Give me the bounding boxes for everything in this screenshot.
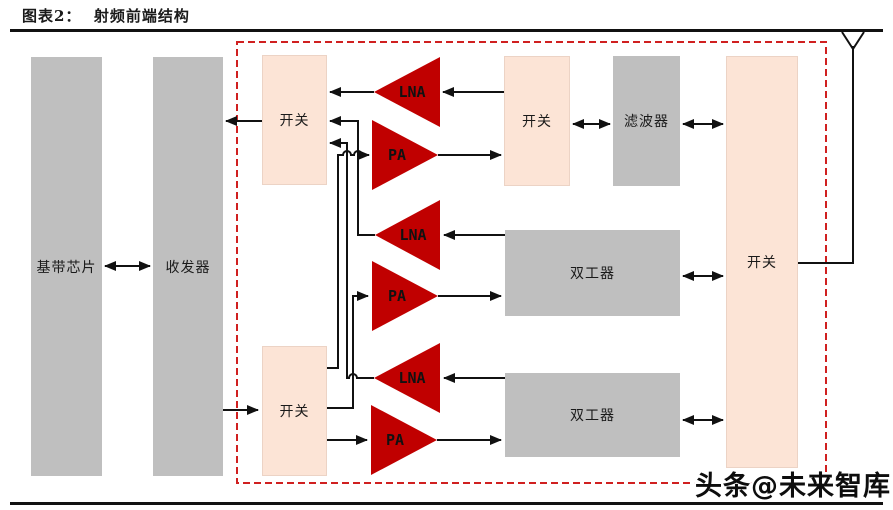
- watermark: 头条@未来智库: [695, 471, 891, 502]
- block-switch-antenna-label: 开关: [747, 255, 777, 271]
- block-filter-label: 滤波器: [624, 114, 669, 130]
- block-switch-bottom-left: 开关: [262, 346, 327, 476]
- block-transceiver: 收发器: [153, 57, 223, 476]
- top-rule: [10, 29, 883, 32]
- lna2-label: LNA: [399, 226, 427, 244]
- block-duplexer-bottom-label: 双工器: [570, 408, 615, 424]
- block-switch-top-left-label: 开关: [279, 113, 310, 129]
- block-duplexer-mid: 双工器: [505, 230, 680, 316]
- block-switch-top-left: 开关: [262, 55, 327, 185]
- block-filter: 滤波器: [613, 56, 680, 186]
- block-switch-top-right: 开关: [504, 56, 570, 186]
- block-duplexer-bottom: 双工器: [505, 373, 680, 457]
- block-transceiver-label: 收发器: [165, 259, 211, 276]
- block-switch-bottom-left-label: 开关: [279, 404, 310, 420]
- block-switch-top-right-label: 开关: [522, 114, 552, 130]
- antenna-icon: [798, 31, 865, 264]
- bottom-rule: [10, 502, 883, 505]
- lna1-label: LNA: [398, 83, 426, 101]
- block-baseband: 基带芯片: [31, 57, 102, 476]
- pa3-label: PA: [385, 431, 405, 449]
- page-title: 图表2： 射频前端结构: [22, 7, 190, 25]
- lna3-label: LNA: [398, 369, 426, 387]
- block-duplexer-mid-label: 双工器: [570, 266, 615, 282]
- block-baseband-label: 基带芯片: [36, 259, 97, 276]
- pa1-label: PA: [387, 146, 407, 164]
- pa2-label: PA: [387, 287, 407, 305]
- block-switch-antenna: 开关: [726, 56, 798, 468]
